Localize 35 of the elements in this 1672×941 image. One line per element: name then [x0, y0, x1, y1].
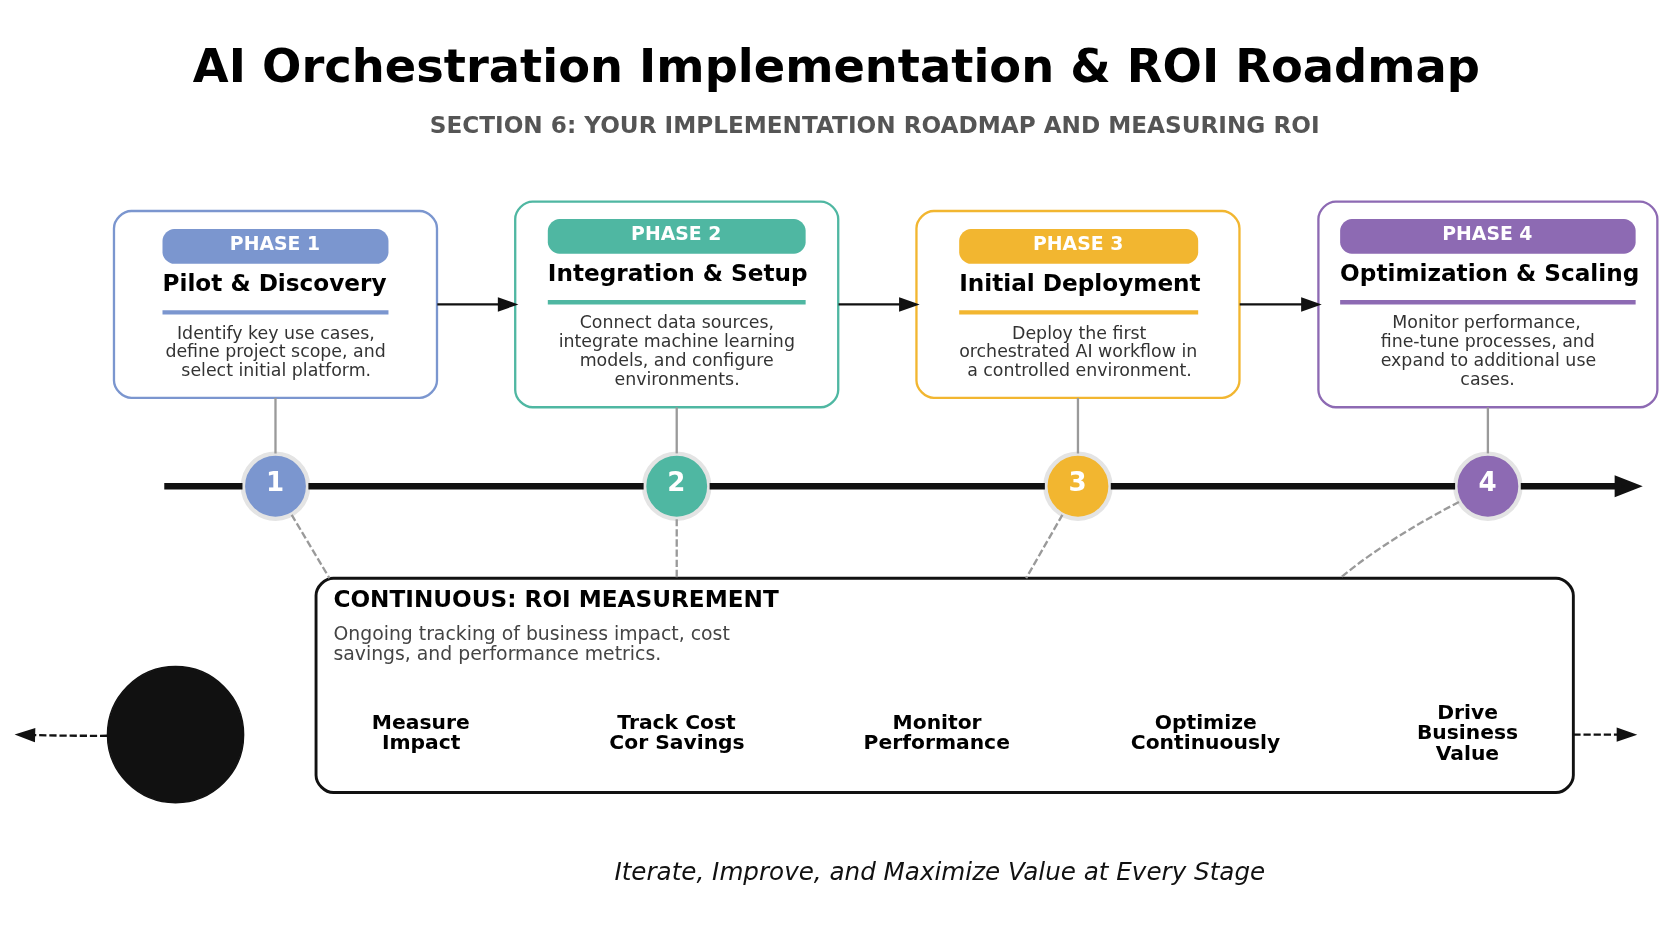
- node-text: Measure Impact: [371, 709, 470, 754]
- diagram-title: AI Orchestration Implementation & ROI Roadmap: [192, 38, 1481, 93]
- arrow: [1520, 474, 1643, 497]
- node-box: PHASE 1 Pilot & Discovery Identify key use cases, define project scope, and select initial platform.: [112, 209, 439, 399]
- node-text: Monitor Performance: [863, 709, 1010, 754]
- label: Iterate, Improve, and Maximize Value at Every Stage: [614, 856, 1266, 886]
- arrow: [838, 296, 920, 312]
- node-circle: 3: [1043, 450, 1113, 521]
- arrow: [1239, 296, 1322, 312]
- node-text: Track Cost Cor Savings: [609, 709, 745, 754]
- connector: [1076, 397, 1080, 453]
- connector: [290, 513, 331, 579]
- node-box: PHASE 4 Optimization & Scaling Monitor performance, fine-tune processes, and expand to additional use cases.: [1317, 199, 1659, 408]
- arrow: [1573, 726, 1638, 742]
- arrow: [14, 727, 108, 742]
- node-text: Optimize Continuously: [1130, 709, 1281, 754]
- connector: [1339, 500, 1460, 579]
- connector: [164, 482, 243, 489]
- connector: [1025, 513, 1064, 579]
- node-circle: 4: [1453, 450, 1523, 521]
- node-circle: 1: [240, 450, 311, 521]
- connector: [1110, 482, 1456, 489]
- arrow: [437, 296, 519, 312]
- node-box: PHASE 2 Integration & Setup Connect data sources, integrate machine learning models, and configure environments.: [514, 199, 840, 408]
- connector: [274, 397, 277, 453]
- connector: [308, 482, 644, 489]
- node-circle: [106, 665, 245, 803]
- connector: [1486, 406, 1490, 453]
- connector: [675, 518, 678, 578]
- node-text: Drive Business Value: [1416, 699, 1519, 765]
- label: SECTION 6: YOUR IMPLEMENTATION ROADMAP AND MEASURING ROI: [429, 110, 1320, 138]
- node-box: PHASE 3 Initial Deployment Deploy the first orchestrated AI workflow in a controlled environment.: [915, 209, 1241, 399]
- connector: [709, 482, 1045, 489]
- connector: [675, 406, 678, 453]
- node-circle: 2: [641, 450, 712, 521]
